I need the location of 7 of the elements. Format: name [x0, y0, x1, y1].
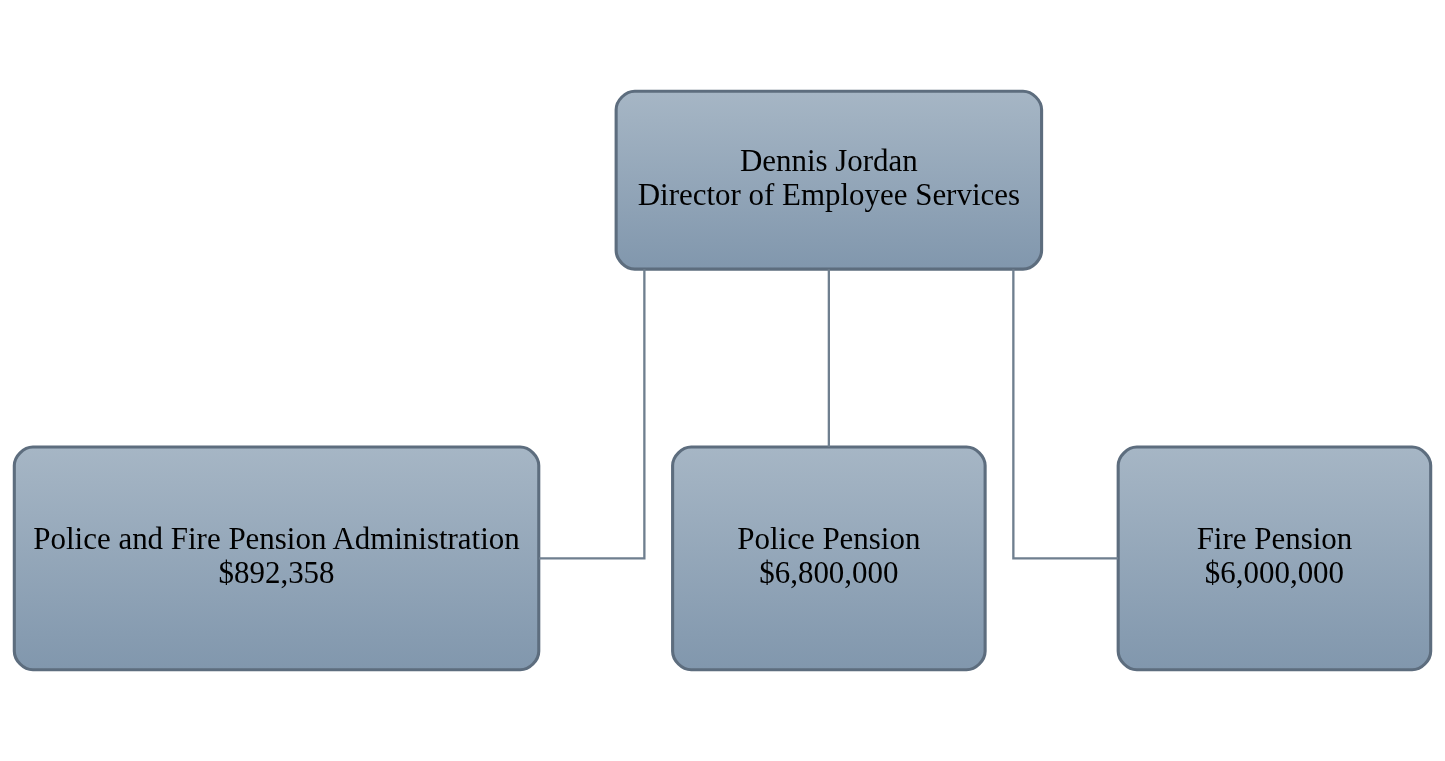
connector — [538, 269, 646, 560]
node-box: Police Pension $6,800,000 — [671, 445, 987, 672]
node-box: Police and Fire Pension Administration $892,358 — [12, 445, 541, 672]
node-box: Dennis Jordan Director of Employee Services — [614, 89, 1044, 271]
connector — [1012, 269, 1119, 560]
connector — [827, 269, 830, 447]
node-box: Fire Pension $6,000,000 — [1116, 445, 1433, 672]
